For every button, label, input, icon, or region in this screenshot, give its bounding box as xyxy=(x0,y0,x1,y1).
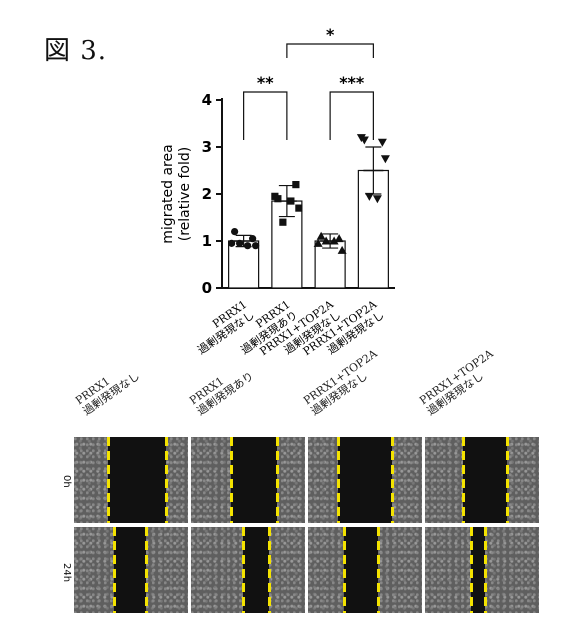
data-point xyxy=(279,218,287,226)
data-point xyxy=(252,242,260,250)
significance-bracket xyxy=(329,91,374,140)
y-tick-label: 2 xyxy=(202,185,212,203)
wound-edge-line xyxy=(165,437,168,523)
wound-edge-line xyxy=(113,527,116,613)
bar xyxy=(357,169,389,289)
data-point xyxy=(292,181,300,189)
data-point xyxy=(316,231,326,240)
wound-edge-line xyxy=(242,527,245,613)
data-point xyxy=(337,245,347,254)
data-point xyxy=(380,155,390,164)
wound-edge-line xyxy=(276,437,279,523)
data-point xyxy=(236,239,244,247)
data-point xyxy=(364,192,374,201)
scratch-image-panel xyxy=(308,527,422,613)
data-point xyxy=(372,195,382,204)
data-point xyxy=(271,192,279,200)
wound-edge-line xyxy=(391,437,394,523)
data-point xyxy=(244,242,252,250)
y-tick-label: 3 xyxy=(202,138,212,156)
data-point xyxy=(228,239,236,247)
wound-edge-line xyxy=(107,437,110,523)
y-axis-label: migrated area xyxy=(160,144,176,243)
scratch-image-panel xyxy=(191,437,305,523)
y-tick-label: 0 xyxy=(202,279,212,297)
scratch-gap xyxy=(243,527,269,613)
wound-edge-line xyxy=(337,437,340,523)
data-point xyxy=(321,236,331,245)
figure-label: 図 3. xyxy=(44,36,108,66)
row-label-24h: 24h xyxy=(61,563,72,583)
data-point xyxy=(231,228,239,236)
scratch-gap xyxy=(108,437,166,523)
data-point xyxy=(249,235,257,243)
data-point xyxy=(377,138,387,147)
scratch-gap xyxy=(338,437,392,523)
significance-label: * xyxy=(326,25,335,44)
y-tick-label: 4 xyxy=(202,91,212,109)
scratch-image-panel xyxy=(74,527,188,613)
wound-edge-line xyxy=(470,527,473,613)
image-row-24h: 24h xyxy=(60,527,539,613)
wound-edge-line xyxy=(230,437,233,523)
scratch-gap xyxy=(114,527,146,613)
significance-bracket xyxy=(286,43,374,58)
data-point xyxy=(356,134,366,143)
scratch-image-panel xyxy=(74,437,188,523)
wound-edge-line xyxy=(268,527,271,613)
data-point xyxy=(329,236,339,245)
significance-bracket xyxy=(243,91,288,140)
significance-label: ** xyxy=(257,73,274,92)
scratch-image-panel xyxy=(308,437,422,523)
scratch-gap xyxy=(344,527,378,613)
scratch-gap xyxy=(463,437,507,523)
scratch-image-panel xyxy=(425,527,539,613)
wound-edge-line xyxy=(506,437,509,523)
wound-edge-line xyxy=(462,437,465,523)
data-point xyxy=(334,234,344,243)
significance-label: *** xyxy=(339,73,365,92)
data-point xyxy=(295,204,303,212)
bar xyxy=(314,240,346,289)
scratch-image-panel xyxy=(425,437,539,523)
wound-edge-line xyxy=(145,527,148,613)
row-label-0h: 0h xyxy=(61,475,72,488)
scratch-gap xyxy=(471,527,485,613)
y-tick-label: 1 xyxy=(202,232,212,250)
wound-edge-line xyxy=(343,527,346,613)
data-point xyxy=(313,238,323,247)
wound-edge-line xyxy=(484,527,487,613)
scratch-gap xyxy=(231,437,277,523)
scratch-image-panel xyxy=(191,527,305,613)
wound-edge-line xyxy=(377,527,380,613)
y-axis-label: (relative fold) xyxy=(177,147,193,241)
image-row-0h: 0h xyxy=(60,437,539,523)
data-point xyxy=(287,197,295,205)
